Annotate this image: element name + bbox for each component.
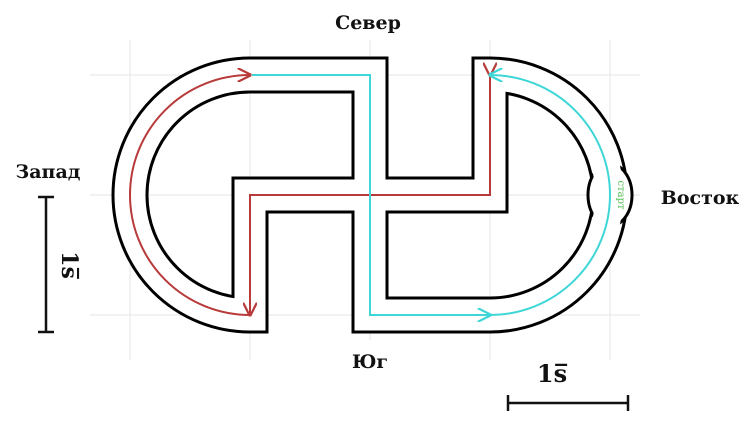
start-label: старт (615, 180, 626, 209)
label-west: Запад (16, 161, 81, 183)
label-east: Восток (661, 187, 740, 209)
scale-label-vertical: 1ѕ̅ (56, 251, 82, 279)
scale-bar-vertical (38, 195, 54, 334)
label-south: Юг (352, 351, 388, 373)
route-east-arc-top (490, 75, 611, 196)
route-east-arc-bottom (489, 194, 611, 316)
route-east (252, 74, 611, 316)
route-west-arc (129, 75, 250, 316)
scale-label-horizontal: 1ѕ̅ (537, 359, 567, 388)
label-north: Север (335, 12, 401, 34)
scale-bar-horizontal (506, 395, 630, 411)
route-east-center (252, 74, 490, 315)
